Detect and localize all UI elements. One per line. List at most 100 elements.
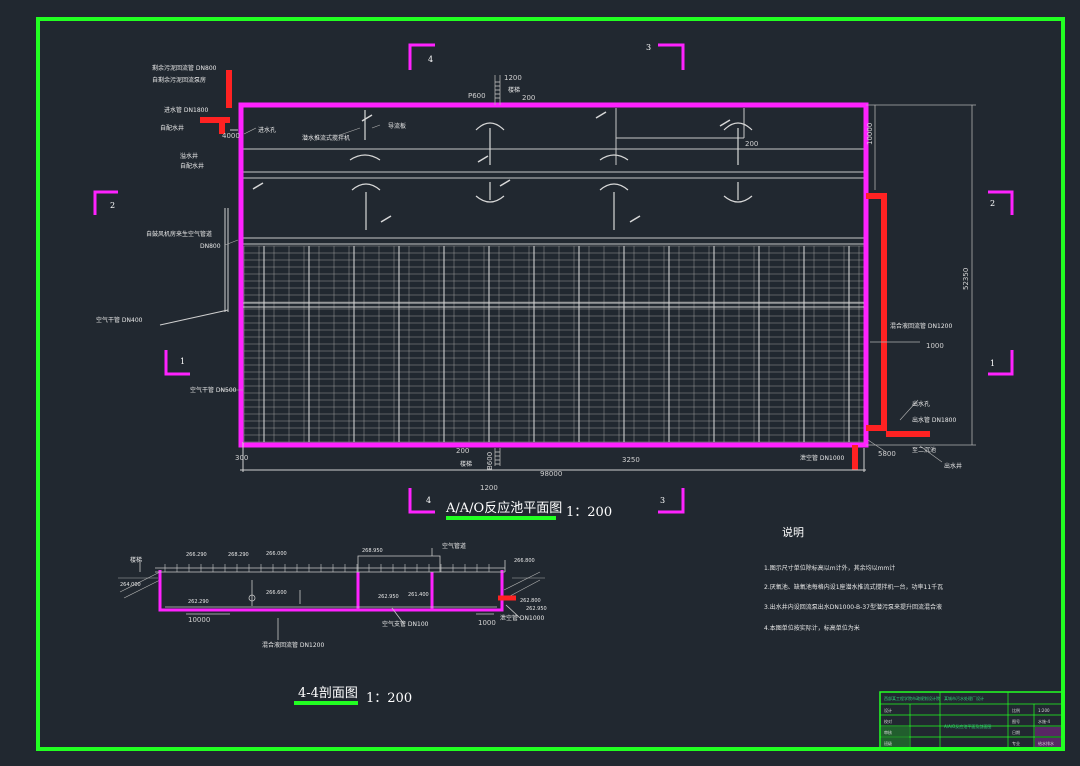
plan-view: 剩余污泥回流管 DN800 自剩余污泥回流泵房 进水管 DN1800 自配水井 … — [96, 64, 976, 520]
sec-el-266: 266.000 — [266, 551, 287, 557]
sec-dim-10000: 10000 — [188, 616, 210, 624]
dim-b600: B600 — [486, 452, 494, 470]
dim-5800: 5800 — [878, 450, 896, 458]
dim-52350: 52350 — [962, 268, 970, 290]
tb-r2c0: 审核 — [884, 729, 892, 735]
sec-el-262-950-b: 262.950 — [526, 606, 547, 612]
mark-right-upper: 2 — [990, 199, 995, 208]
section-title: 4-4剖面图 — [298, 686, 358, 701]
sec-el-262-290: 262.290 — [188, 599, 209, 605]
label-overflow-dest: 自配水井 — [180, 162, 204, 170]
title-block-fill — [881, 727, 909, 736]
label-outlet-hole: 出水孔 — [912, 400, 930, 408]
plan-internal-lines — [243, 108, 864, 245]
notes: 说明 1.图示尺寸单位除标高以m计外，其余均以mm计 2.厌氧池、缺氧池每格内设… — [764, 525, 943, 632]
tb-drawing: A/A/O反应池平面及剖面图 — [944, 723, 991, 729]
section-view: 楼梯 264.000 266.290 268.290 266.000 268.9… — [118, 542, 547, 706]
sec-el-268-290: 268.290 — [228, 552, 249, 558]
mixer-arrows — [349, 110, 753, 230]
dim-10000: 10000 — [866, 123, 874, 145]
label-to-clarifier: 至二沉池 — [912, 446, 936, 454]
section-mark-numbers: 4 3 2 2 1 1 4 3 — [110, 43, 995, 505]
dim-1200-top: 1200 — [504, 74, 522, 82]
tank-wall — [238, 102, 869, 448]
dim-98000: 98000 — [540, 470, 562, 478]
sec-el-266-800: 266.800 — [514, 558, 535, 564]
label-inlet-pipe: 进水管 DN1800 — [164, 106, 208, 114]
dim-200-bottom: 200 — [456, 447, 469, 455]
dim-200-inner: 200 — [745, 140, 758, 148]
sec-label-return-pipe: 混合液回流管 DN1200 — [262, 641, 324, 649]
label-blower-dn: DN800 — [200, 243, 221, 250]
mark-top-right: 3 — [646, 43, 651, 52]
title-block-fills — [881, 727, 1061, 747]
label-stairs-bottom: 楼梯 — [460, 460, 472, 468]
plan-title: A/A/O反应池平面图 — [445, 500, 562, 516]
label-blower-air: 自鼓风机房来生空气管道 — [146, 230, 212, 238]
rail-posts — [164, 564, 490, 572]
sec-el-261-400: 261.400 — [408, 592, 429, 598]
mark-left-upper: 2 — [110, 201, 115, 210]
section-labels: 楼梯 264.000 266.290 268.290 266.000 268.9… — [120, 542, 547, 649]
label-outlet-well: 出水井 — [944, 462, 962, 470]
dim-1000-right: 1000 — [926, 342, 944, 350]
sec-el-264: 264.000 — [120, 582, 141, 588]
mark-top-left: 4 — [428, 55, 433, 64]
label-vent-pipe: 泄空管 DN1000 — [800, 454, 844, 462]
sec-el-266-600: 266.600 — [266, 590, 287, 596]
sec-el-268-950: 268.950 — [362, 548, 383, 554]
tb-r0c3: 1:200 — [1038, 708, 1050, 713]
label-sludge-source: 自剩余污泥回流泵房 — [152, 76, 206, 84]
title-block-fill — [1035, 738, 1061, 747]
aeration-grid — [243, 245, 864, 443]
plan-scale: 1：200 — [566, 505, 612, 520]
note-2: 2.厌氧池、缺氧池每格内设1座潜水推流式搅拌机一台，功率11千瓦 — [764, 583, 943, 591]
dim-200-top: 200 — [522, 94, 535, 102]
sec-label-stairs: 楼梯 — [130, 556, 142, 564]
tb-r0c2: 比例 — [1012, 707, 1020, 713]
section-rails — [139, 548, 521, 640]
stairs-bottom — [495, 451, 500, 465]
section-marks — [93, 43, 1014, 514]
dim-300: 300 — [235, 454, 248, 462]
tb-r3c3: 给水排水 — [1038, 740, 1054, 746]
sec-el-262-800: 262.800 — [520, 598, 541, 604]
label-air-main-2: 空气干管 DN500 — [190, 386, 237, 394]
title-block-fill — [881, 738, 909, 747]
note-4: 4.本图单位按实际计，标高单位为米 — [764, 624, 860, 632]
note-1: 1.图示尺寸单位除标高以m计外，其余均以mm计 — [764, 564, 895, 572]
label-sludge-pipe: 剩余污泥回流管 DN800 — [152, 64, 217, 72]
stairs-top — [495, 81, 500, 99]
plan-labels: 剩余污泥回流管 DN800 自剩余污泥回流泵房 进水管 DN1800 自配水井 … — [96, 64, 970, 492]
notes-heading: 说明 — [782, 525, 804, 539]
sec-dim-1000: 1000 — [478, 619, 496, 627]
dim-p600: P600 — [468, 92, 486, 100]
sec-el-266-290: 266.290 — [186, 552, 207, 558]
tb-r1c0: 校对 — [884, 718, 892, 724]
tb-r0c0: 设计 — [884, 707, 892, 713]
note-3: 3.出水井内设回流泵出水DN1000-B-37型潜污泵来提升回流混合液 — [764, 603, 942, 611]
title-block: 西部某工程学院市政规划设计院 某城市污水处理厂设计 A/A/O反应池平面及剖面图… — [879, 691, 1063, 749]
sec-label-air-ducts: 空气管道 — [442, 542, 466, 550]
title-block-fill — [1035, 727, 1061, 736]
dim-1200-bottom: 1200 — [480, 484, 498, 492]
mark-bottom-right: 3 — [660, 496, 665, 505]
dimension-lines — [494, 75, 976, 466]
sec-el-262-950: 262.950 — [378, 594, 399, 600]
label-inlet-hole: 进水孔 — [258, 126, 276, 134]
ground-hatch — [118, 571, 545, 599]
section-scale: 1：200 — [366, 691, 412, 706]
label-mixer: 潜水推流式搅拌机 — [302, 134, 350, 142]
label-guide-wall: 导流板 — [388, 122, 406, 130]
tb-r1c3: 水施-4 — [1038, 718, 1050, 724]
tb-r2c2: 日期 — [1012, 729, 1020, 735]
label-outlet-pipe: 出水管 DN1800 — [912, 416, 956, 424]
dim-4000: 4000 — [222, 132, 240, 140]
plan-pipes — [200, 70, 930, 470]
drawing-border — [36, 17, 1065, 751]
label-air-main: 空气干管 DN400 — [96, 316, 143, 324]
tb-r1c2: 图号 — [1012, 718, 1020, 724]
sec-label-air-branch: 空气支管 DN100 — [382, 620, 429, 628]
label-inlet-source: 自配水井 — [160, 124, 184, 132]
label-stairs-top: 楼梯 — [508, 86, 520, 94]
